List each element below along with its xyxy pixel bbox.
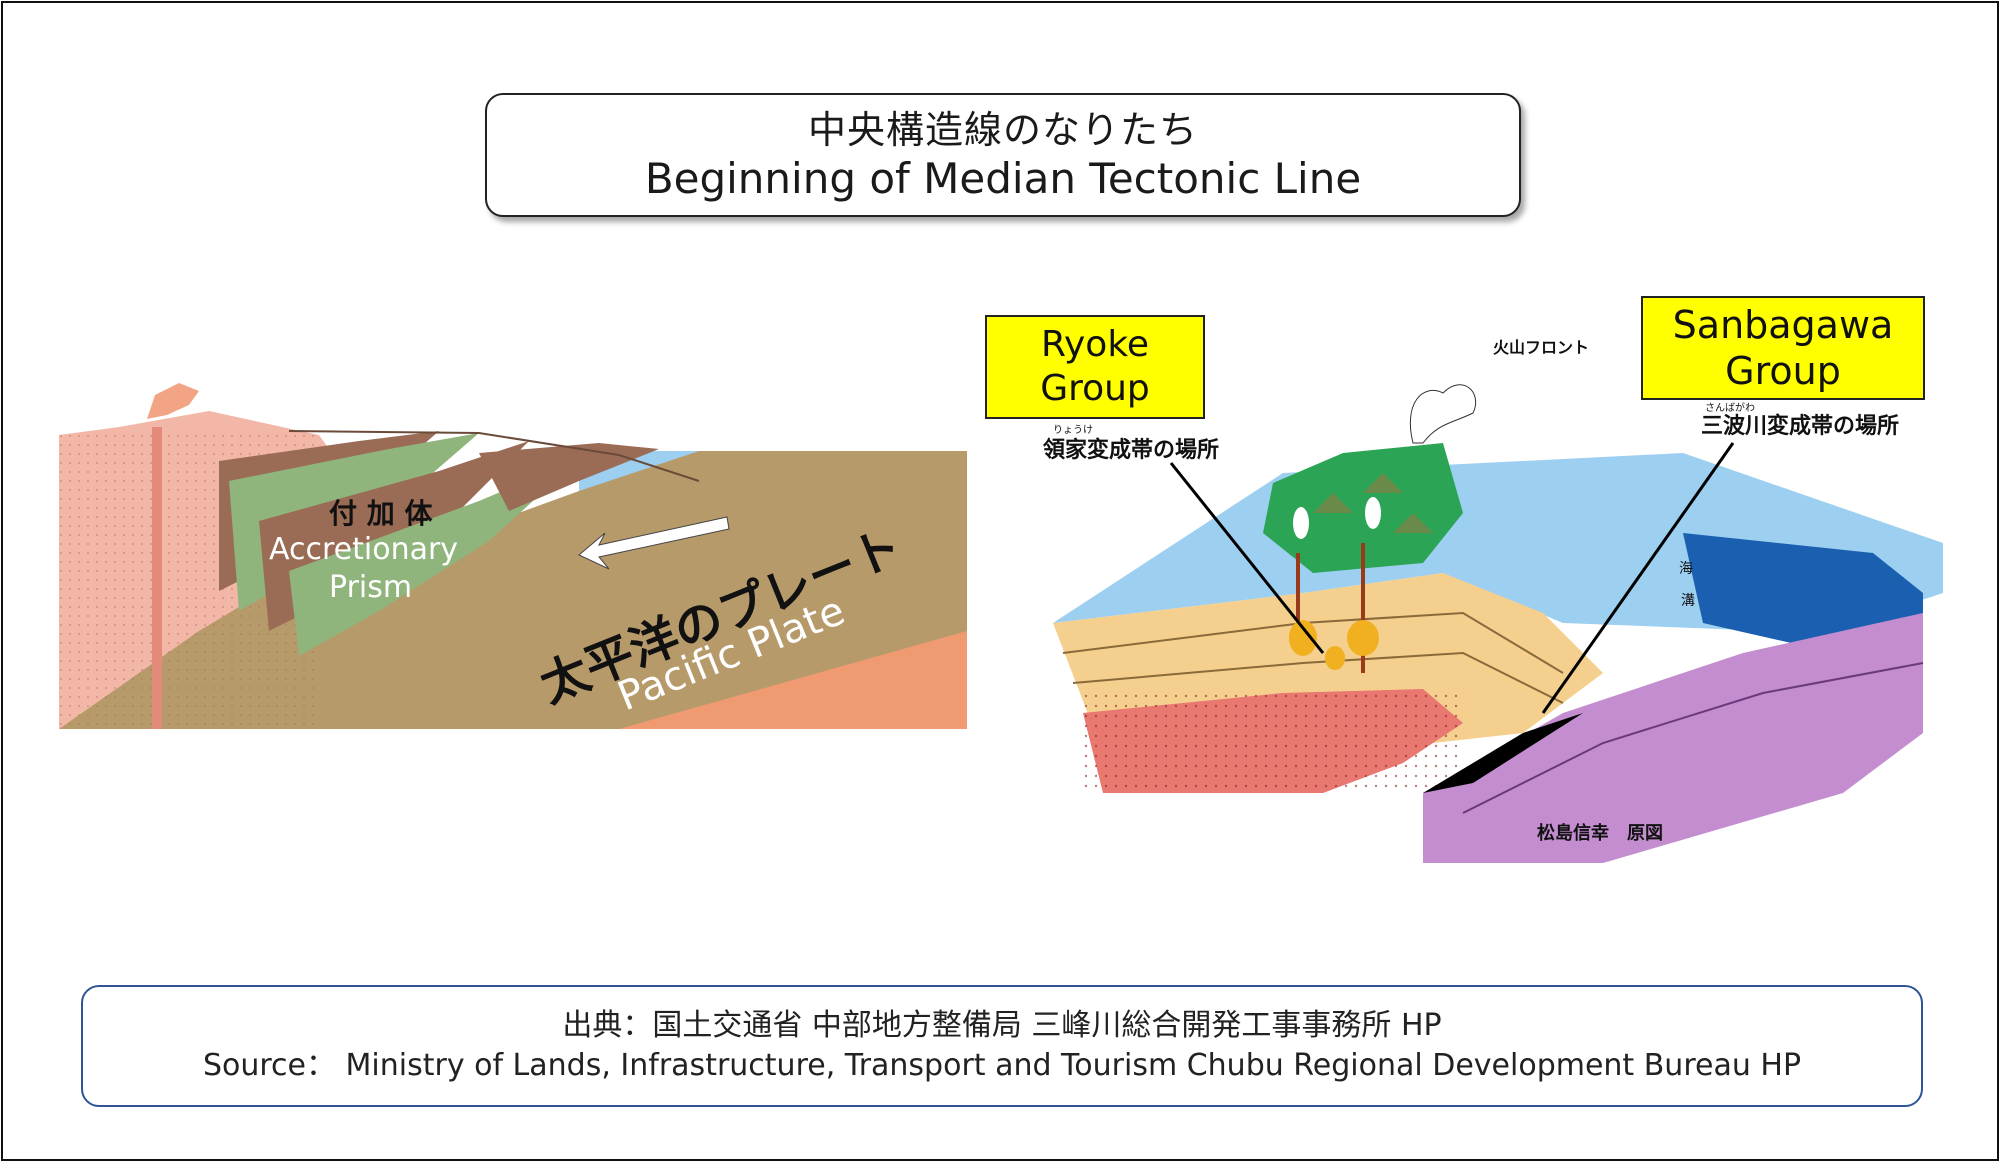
subducting-plate xyxy=(1423,613,1923,863)
lower-crust-dots xyxy=(1083,693,1463,793)
ryoke-label-line-2: Group xyxy=(1040,368,1150,409)
metamorphic-belt-figure: 火山フロント りょうけ 領家変成帯の場所 さんばがわ 三波川変成帯の場所 海 溝… xyxy=(1043,338,1943,863)
source-box: 出典：国土交通省 中部地方整備局 三峰川総合開発工事事務所 HP Source：… xyxy=(81,985,1923,1107)
volcanic-front-label: 火山フロント xyxy=(1493,338,1589,357)
mountain xyxy=(1393,513,1433,533)
ryoke-group-label: Ryoke Group xyxy=(985,315,1205,419)
pluton xyxy=(1347,620,1379,656)
source-english: Source： Ministry of Lands, Infrastructur… xyxy=(202,1048,1802,1083)
accretionary-label-en-2: Prism xyxy=(329,570,412,605)
steam-column xyxy=(1293,507,1309,539)
pluton xyxy=(1289,620,1317,656)
land-mass xyxy=(1263,443,1463,573)
ryoke-leader-line xyxy=(1169,462,1325,654)
accretionary-label-ja: 付 加 体 xyxy=(329,497,433,530)
ryoke-ruby: りょうけ xyxy=(1053,424,1093,436)
volcanic-plume xyxy=(1409,384,1477,444)
steam-column xyxy=(1365,497,1381,529)
sanbagawa-leader-line xyxy=(1541,442,1735,714)
accretionary-label-en-1: Accretionary xyxy=(269,532,458,567)
sanbagawa-group-label: Sanbagawa Group xyxy=(1641,296,1925,400)
trench-label-2: 溝 xyxy=(1681,593,1695,609)
plate-layer xyxy=(1462,662,1924,814)
sanbagawa-zone xyxy=(1423,713,1583,793)
prism-band xyxy=(479,443,659,511)
source-japanese: 出典：国土交通省 中部地方整備局 三峰川総合開発工事事務所 HP xyxy=(562,1008,1442,1043)
sanbagawa-place-label: 三波川変成帯の場所 xyxy=(1701,413,1899,439)
volcano-plume xyxy=(147,383,199,419)
figure-credit: 松島信幸 原図 xyxy=(1537,822,1663,844)
prism-band xyxy=(289,459,579,656)
title-box: 中央構造線のなりたち Beginning of Median Tectonic … xyxy=(485,93,1521,217)
accretionary-prism-figure: 付 加 体 Accretionary Prism 太平洋のプレート Pacifi… xyxy=(59,383,967,729)
mountain xyxy=(1363,473,1403,493)
title-english: Beginning of Median Tectonic Line xyxy=(644,154,1362,203)
seabed-line xyxy=(288,430,700,482)
sanbagawa-label-line-1: Sanbagawa xyxy=(1672,303,1894,347)
title-japanese: 中央構造線のなりたち xyxy=(807,108,1198,152)
trench-label-1: 海 xyxy=(1679,561,1693,577)
crust-strata xyxy=(1062,611,1564,674)
mountain xyxy=(1313,493,1353,513)
mantle-layer xyxy=(619,631,967,729)
ryoke-place-label: 領家変成帯の場所 xyxy=(1043,437,1219,463)
sanbagawa-label-line-2: Group xyxy=(1725,349,1841,393)
plate-motion-arrow xyxy=(578,516,730,570)
pluton xyxy=(1325,646,1345,670)
crust-strata xyxy=(1072,651,1564,704)
sanbagawa-ruby: さんばがわ xyxy=(1705,401,1755,414)
ryoke-label-line-1: Ryoke xyxy=(1040,324,1150,365)
